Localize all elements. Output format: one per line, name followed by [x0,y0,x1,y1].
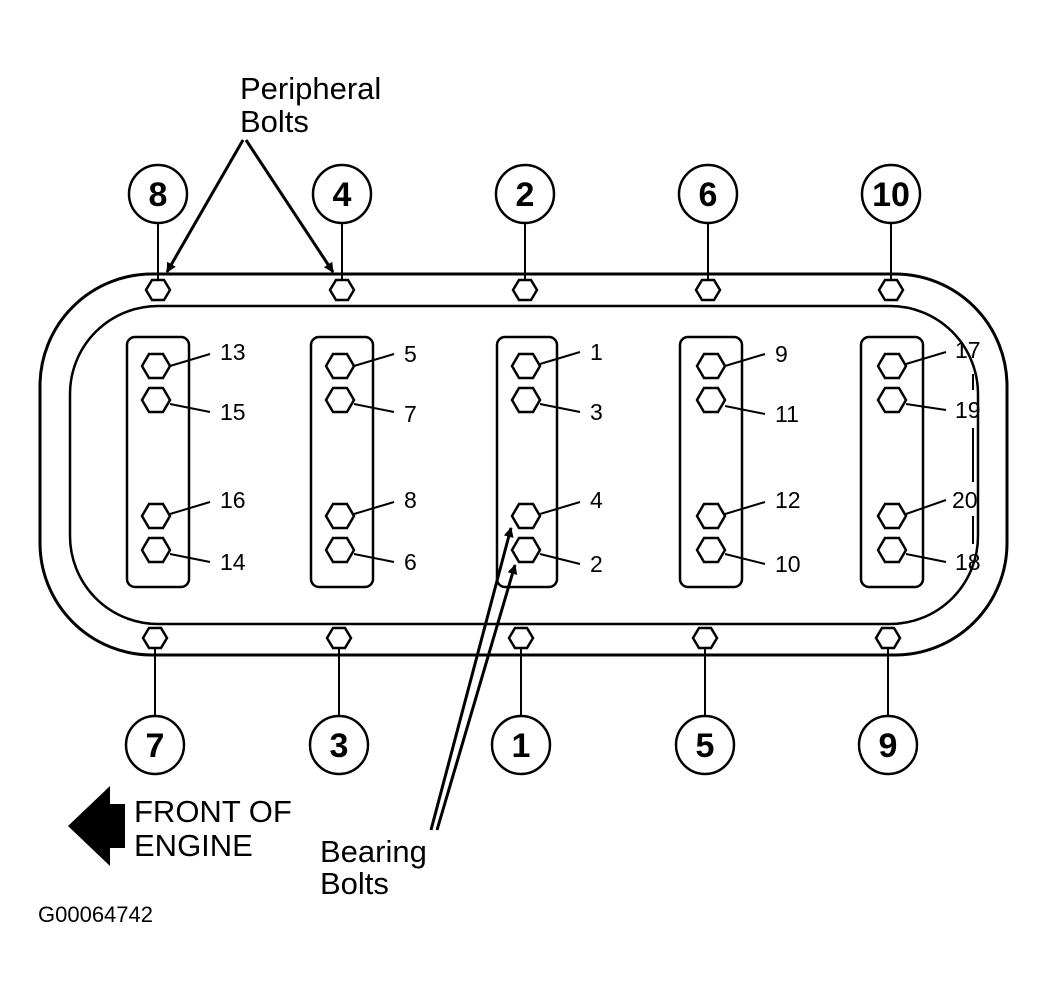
bearing-bolt-number: 9 [775,341,788,367]
bearing-bolt: 8 [324,487,417,530]
figure-id: G00064742 [38,902,153,927]
gasket-outer-outline [38,272,1009,657]
peripheral-bolt-top: 6 [677,163,739,302]
bearing-bolt-number: 12 [775,487,801,513]
peripheral-bolts-top: 8 4 2 6 10 [127,163,922,302]
bearing-bolt-number: 15 [220,399,246,425]
bearing-cap-2 [309,335,375,589]
peripheral-arrow [244,139,335,273]
bearing-bolt: 16 [140,487,246,530]
peripheral-bolt-bottom: 7 [124,626,186,776]
peripheral-bolt-number: 9 [879,727,898,765]
bearing-bolt: 1 [510,339,603,380]
bearing-cap-5 [859,335,925,589]
peripheral-bolt-number: 1 [512,727,531,765]
peripheral-bolt-number: 10 [872,176,910,214]
peripheral-bolts-label: Peripheral [240,71,381,106]
bearing-bolt-number: 19 [955,397,981,423]
bearing-arrow [429,527,514,831]
bearing-bolt-number: 20 [952,487,978,513]
bearing-bolt: 4 [510,487,603,530]
peripheral-bolt-number: 2 [516,176,535,214]
peripheral-arrow [165,139,245,273]
bearing-bolts-label: Bolts [320,866,389,901]
bearing-bolt: 6 [324,536,417,575]
bearing-bolt-number: 11 [775,401,799,427]
bearing-bolt-number: 13 [220,339,246,365]
bearing-bolt-number: 5 [404,341,417,367]
bearing-bolt: 15 [140,386,246,425]
peripheral-bolt-top: 4 [311,163,373,302]
bearing-cap-3 [495,335,559,589]
bearing-bolts: 13 15 16 14 5 7 [140,337,981,577]
bearing-bolt-number: 3 [590,399,603,425]
bearing-bolt: 20 [876,487,978,530]
bearing-bolt-number: 16 [220,487,246,513]
bearing-bolts-label: Bearing [320,834,427,869]
bearing-bolt-number: 6 [404,549,417,575]
bearing-bolt: 11 [695,386,799,427]
bearing-bolt-number: 2 [590,551,603,577]
peripheral-bolt-bottom: 5 [674,626,736,776]
gasket-inner-outline [68,304,980,626]
bearing-bolt: 12 [695,487,801,530]
bearing-bolt: 13 [140,339,246,380]
bearing-cap-4 [678,335,744,589]
bearing-bolt-number: 10 [775,551,801,577]
front-of-engine-arrow-icon [68,786,125,866]
bearing-bolt-number: 8 [404,487,417,513]
peripheral-bolt-bottom: 9 [857,626,919,776]
peripheral-bolt-bottom: 3 [308,626,370,776]
peripheral-bolt-number: 3 [330,727,349,765]
bearing-bolt: 3 [510,386,603,425]
bearing-arrow [435,564,518,831]
bearing-caps [125,335,925,589]
bearing-bolt-number: 4 [590,487,603,513]
front-of-engine-label: FRONT OF [134,794,292,829]
peripheral-bolts-label: Bolts [240,104,309,139]
peripheral-bolt-bottom: 1 [490,626,552,776]
bearing-bolt-number: 7 [404,401,417,427]
bearing-bolt: 7 [324,386,417,427]
bearing-bolt: 5 [324,341,417,380]
peripheral-bolt-number: 4 [333,176,352,214]
bearing-bolt: 14 [140,536,246,575]
bearing-bolt: 2 [510,536,603,577]
peripheral-bolt-top: 2 [494,163,556,302]
peripheral-bolt-top: 8 [127,163,189,302]
peripheral-bolt-number: 7 [146,727,165,765]
bearing-bolt: 10 [695,536,801,577]
bearing-bolt: 9 [695,341,788,380]
peripheral-bolt-number: 5 [696,727,715,765]
peripheral-bolts-bottom: 7 3 1 5 9 [124,626,919,776]
front-of-engine-label: ENGINE [134,828,253,863]
bearing-bolt-number: 17 [955,337,981,363]
bearing-bolt-number: 1 [590,339,603,365]
bearing-cap-1 [125,335,191,589]
peripheral-bolt-number: 8 [149,176,168,214]
bearing-bolt: 17 [876,337,981,380]
peripheral-bolt-top: 10 [860,163,922,302]
bearing-bolt: 18 [876,536,981,575]
bearing-bolt: 19 [876,386,981,423]
bearing-bolt-number: 18 [955,549,981,575]
bearing-bolt-number: 14 [220,549,246,575]
peripheral-bolt-number: 6 [699,176,718,214]
